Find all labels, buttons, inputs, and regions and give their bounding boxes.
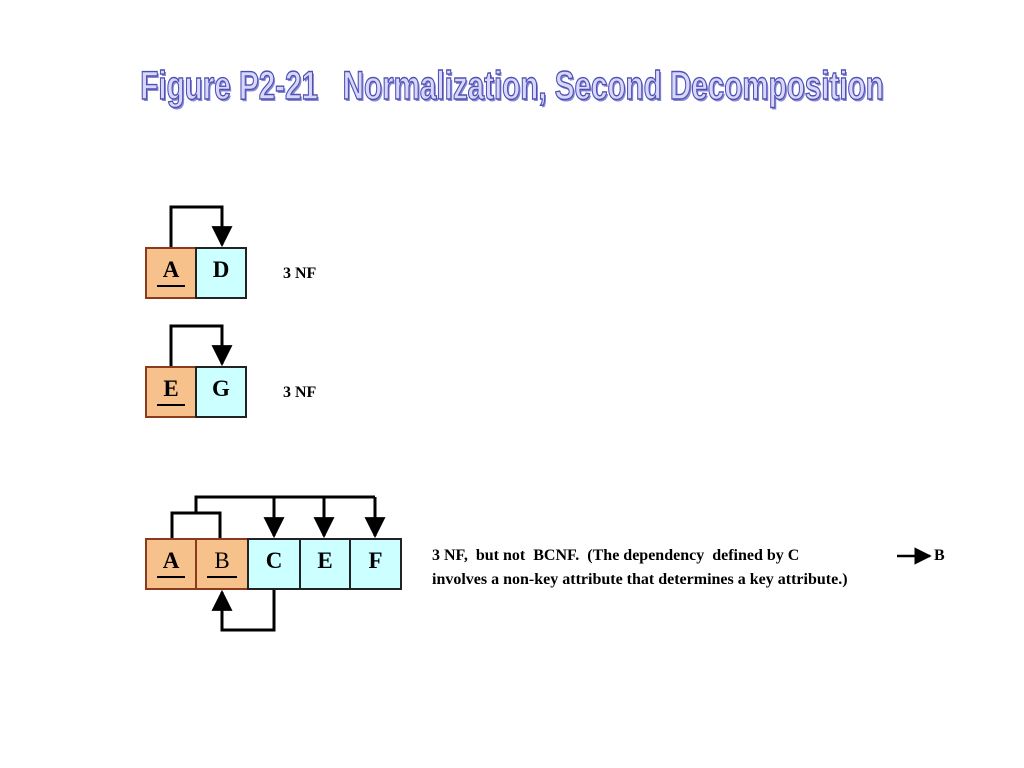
relation1-attr-d: D <box>195 247 247 299</box>
relation3-attr-a: A <box>145 538 197 590</box>
relation1-attr-a: A <box>145 247 197 299</box>
relation2-attr-g: G <box>195 366 247 418</box>
relation2-note: 3 NF <box>283 384 317 401</box>
relation3-attr-e: E <box>299 538 351 590</box>
dependency-arrow-e-g <box>169 324 233 367</box>
relation3-note-line1: 3 NF, but not BCNF. (The dependency defi… <box>432 547 800 564</box>
key-underline <box>157 576 185 578</box>
relation3-attr-f: F <box>349 538 402 590</box>
dependency-arrow-a-d <box>169 205 233 248</box>
composite-key-bracket <box>170 511 222 538</box>
relation3-note-line1-target: B <box>934 547 945 564</box>
relation2-attr-e: E <box>145 366 197 418</box>
dependency-line-top <box>194 495 375 513</box>
relation3-note-line2: involves a non-key attribute that determ… <box>432 571 848 588</box>
key-underline <box>157 404 185 406</box>
relation3-attr-c: C <box>247 538 301 590</box>
dependency-arrow-c-b <box>211 589 276 632</box>
key-underline <box>157 285 185 287</box>
key-underline <box>207 576 237 578</box>
relation1-note: 3 NF <box>283 265 317 282</box>
figure-title: Figure P2-21 Normalization, Second Decom… <box>140 63 884 108</box>
relation3-attr-b: B <box>195 538 249 590</box>
